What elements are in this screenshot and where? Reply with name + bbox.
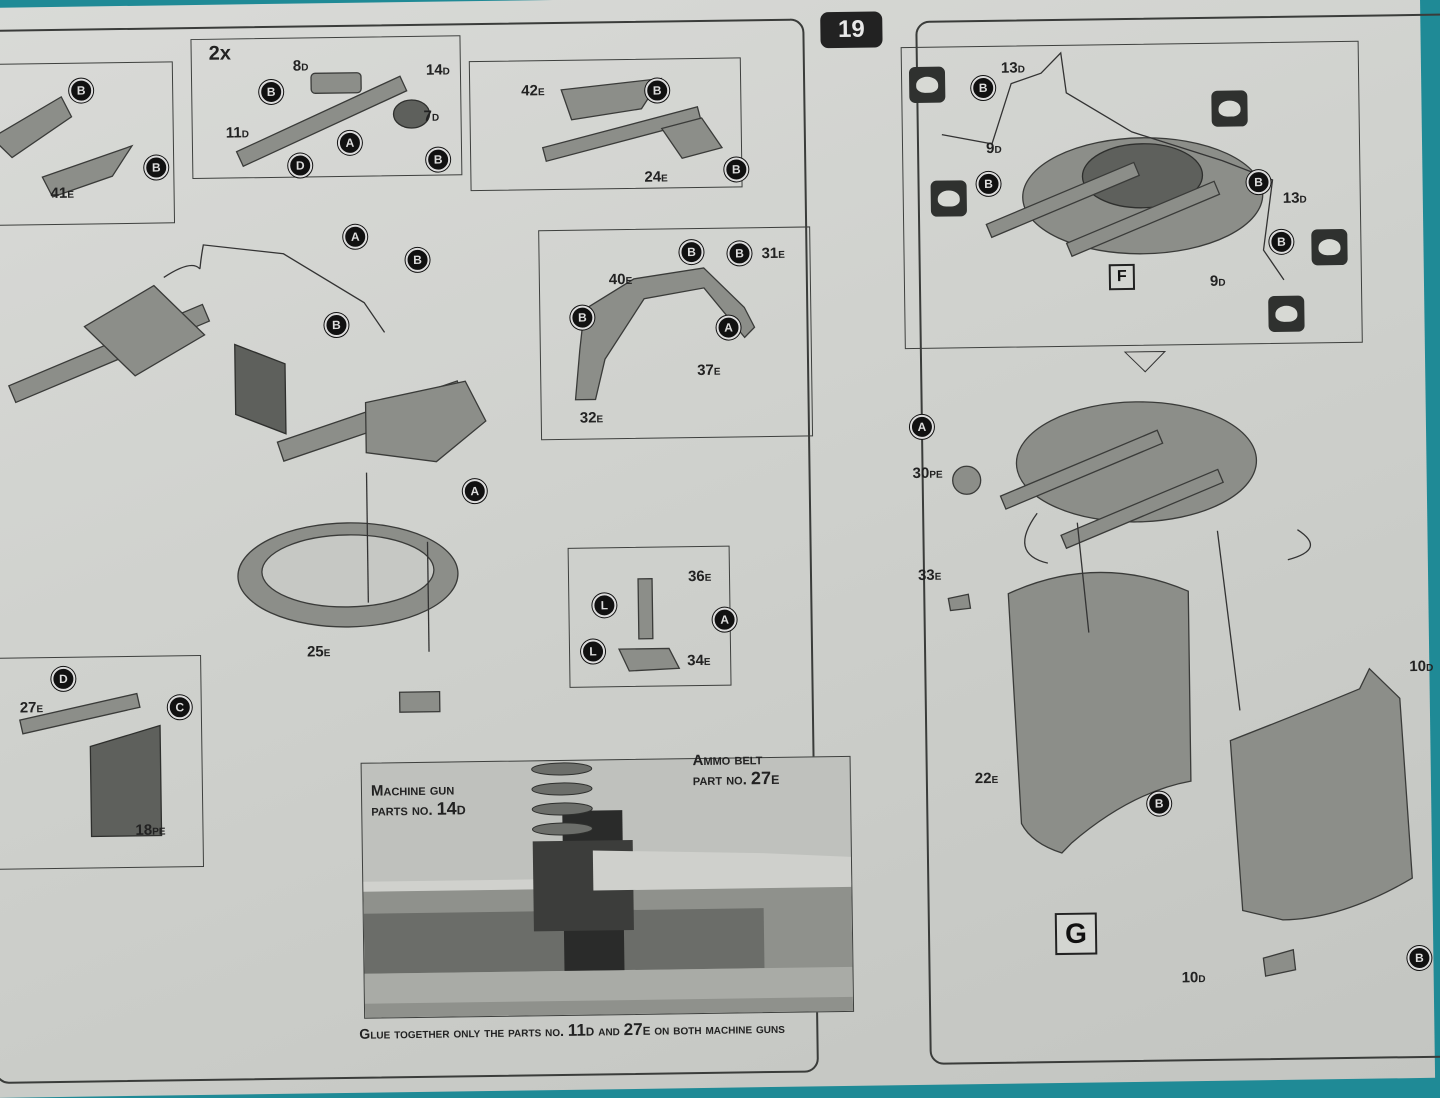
part-suffix: D [442, 66, 450, 78]
part-suffix: PE [929, 469, 943, 481]
part-number: 36 [687, 567, 705, 586]
part-number: 14 [425, 61, 443, 79]
part-suffix: D [241, 129, 249, 141]
part-number: 13 [1000, 59, 1018, 77]
label-36e: 36E [688, 568, 712, 585]
part-number: 33 [917, 566, 935, 584]
part-number: 40 [608, 271, 626, 289]
label-40e: 40E [609, 271, 633, 288]
label-10d: 10D [1182, 969, 1206, 986]
part-number: 24 [644, 168, 662, 186]
part-number: 18 [135, 821, 153, 839]
part-number: 13 [1282, 189, 1300, 207]
label-25e: 25E [307, 643, 331, 660]
machine-gun-drawing [235, 72, 431, 168]
detail-inset [360, 755, 855, 1019]
label-24e: 24E [644, 168, 668, 186]
label-22e: 22E [975, 770, 999, 787]
part-number: 42 [521, 82, 539, 100]
label-13d: 13D [1282, 189, 1307, 207]
part-suffix: D [1425, 662, 1434, 674]
part-suffix: D [431, 112, 440, 124]
part-suffix: E [537, 87, 545, 99]
part-number: 37 [697, 361, 714, 380]
label-33e: 33E [918, 567, 942, 584]
label-27e: 27E [20, 699, 44, 716]
label-41e: 41E [50, 185, 74, 202]
label-10d: 10D [1409, 658, 1433, 675]
part-suffix: E [713, 366, 721, 378]
part-suffix: D [1299, 194, 1307, 206]
part-suffix: D [301, 62, 309, 74]
part-suffix: E [704, 572, 712, 584]
part-number: 32 [579, 409, 597, 427]
label-9d: 9D [1210, 273, 1226, 290]
part-number: 34 [687, 651, 704, 670]
part-suffix: E [934, 571, 942, 583]
label-14d: 14D [425, 61, 450, 79]
label-7d: 7D [423, 108, 439, 125]
label-42e: 42E [521, 82, 545, 99]
label-30pe: 30PE [912, 465, 942, 482]
part-number: 22 [974, 769, 992, 788]
part-suffix: E [596, 414, 604, 426]
label-31e: 31E [761, 245, 785, 262]
part-suffix: E [323, 648, 331, 660]
part-number: 31 [761, 244, 779, 263]
part-suffix: E [991, 774, 999, 786]
mount-drawing [541, 77, 724, 163]
part-suffix: E [36, 704, 44, 716]
label-18pe: 18PE [135, 821, 166, 839]
label-8d: 8D [293, 57, 309, 75]
part-number: 41 [50, 184, 68, 203]
detail-illustration [363, 762, 854, 1018]
label-9d: 9D [986, 140, 1002, 157]
part-suffix: E [703, 656, 711, 668]
label-11d: 11D [226, 124, 249, 141]
part-suffix: PE [152, 826, 166, 838]
part-number: 25 [306, 643, 324, 661]
part-suffix: E [778, 249, 785, 261]
part-suffix: E [661, 173, 668, 185]
part-number: 30 [912, 464, 930, 483]
label-32e: 32E [580, 409, 604, 426]
part-suffix: D [1017, 64, 1025, 76]
part-number: 27 [19, 699, 37, 717]
part-suffix: E [625, 275, 633, 288]
part-suffix: D [1198, 973, 1206, 986]
part-number: 11 [225, 124, 242, 142]
part-suffix: D [994, 144, 1002, 156]
part-number: 10 [1409, 657, 1427, 676]
part-suffix: D [1218, 277, 1226, 289]
part-suffix: E [67, 189, 75, 201]
label-37e: 37E [697, 362, 721, 379]
part-number: 10 [1181, 969, 1199, 987]
label-13d: 13D [1000, 59, 1025, 77]
label-34e: 34E [687, 652, 711, 669]
